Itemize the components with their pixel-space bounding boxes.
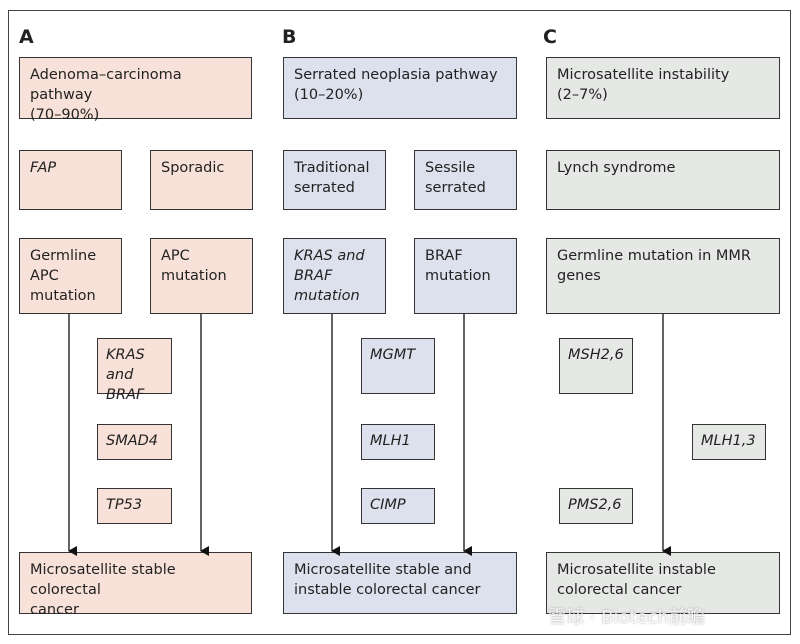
cimp-box: CIMP [361,488,435,524]
smad4-box: SMAD4 [97,424,172,460]
fap-box: FAP [19,150,122,210]
panel-a-label: A [19,26,34,48]
sessile-serrated-box: Sessile serrated [414,150,517,210]
mlh1-box: MLH1 [361,424,435,460]
panel-b-label: B [282,26,297,48]
pms26-box: PMS2,6 [559,488,633,524]
apc-mutation-box: APC mutation [150,238,253,314]
lynch-syndrome-box: Lynch syndrome [546,150,780,210]
panel-a-outcome-box: Microsatellite stable colorectal cancer [19,552,252,618]
braf-mutation-box: BRAF mutation [414,238,517,314]
kras-braf-box: KRAS and BRAF [97,338,172,403]
microsatellite-instability-box: Microsatellite instability (2–7%) [546,57,780,119]
watermark: 雪球 · Biotech前瞻 [548,607,705,628]
msh26-box: MSH2,6 [559,338,633,394]
serrated-neoplasia-pathway-box: Serrated neoplasia pathway (10–20%) [283,57,517,119]
kras-braf-mutation-box: KRAS and BRAF mutation [283,238,386,314]
traditional-serrated-box: Traditional serrated [283,150,386,210]
mgmt-box: MGMT [361,338,435,394]
germline-apc-box: Germline APC mutation [19,238,122,314]
adenoma-carcinoma-pathway-box: Adenoma–carcinoma pathway (70–90%) [19,57,252,123]
germline-mmr-box: Germline mutation in MMR genes [546,238,780,314]
panel-b-outcome-box: Microsatellite stable and instable color… [283,552,517,614]
tp53-box: TP53 [97,488,172,524]
mlh13-box: MLH1,3 [692,424,766,460]
sporadic-box: Sporadic [150,150,253,210]
panel-c-outcome-box: Microsatellite instable colorectal cance… [546,552,780,614]
panel-c-label: C [543,26,557,48]
